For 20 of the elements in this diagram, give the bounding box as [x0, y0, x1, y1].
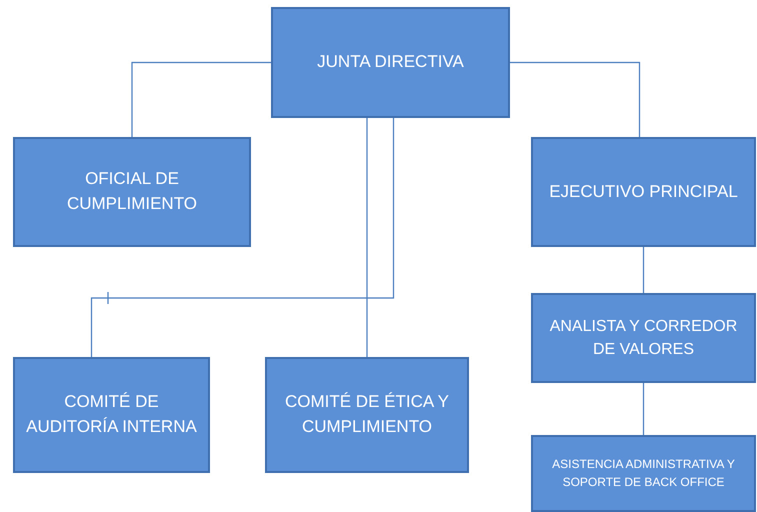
connector-line — [510, 62, 640, 137]
box-label: ANALISTA Y CORREDOR DE VALORES — [548, 316, 738, 360]
org-box — [13, 137, 251, 247]
box-label: OFICIAL DE CUMPLIMIENTO — [66, 168, 198, 215]
box-label: COMITÉ DE ÉTICA Y CUMPLIMIENTO — [284, 391, 450, 438]
connector-line — [131, 62, 271, 137]
connector-line — [642, 247, 644, 293]
org-box — [531, 137, 756, 247]
box-label: JUNTA DIRECTIVA — [317, 51, 464, 74]
org-box — [265, 357, 469, 473]
connector-line — [642, 383, 644, 435]
connector-line — [90, 118, 394, 357]
org-box — [13, 357, 210, 473]
box-label: ASISTENCIA ADMINISTRATIVA Y SOPORTE DE BACK OFFICE — [551, 456, 736, 490]
org-box — [531, 293, 756, 383]
box-label: COMITÉ DE AUDITORÍA INTERNA — [25, 391, 198, 438]
connector-line — [366, 118, 368, 357]
org-box — [271, 7, 510, 118]
org-box — [531, 435, 756, 512]
box-label: EJECUTIVO PRINCIPAL — [549, 180, 738, 203]
